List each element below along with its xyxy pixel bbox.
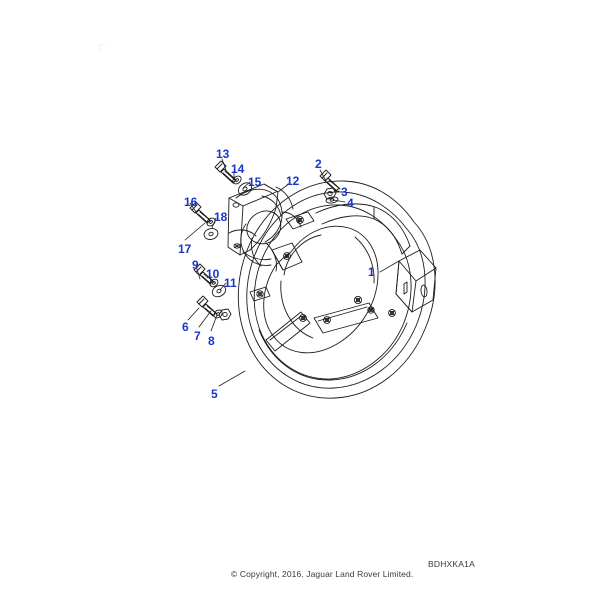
leader-line-8 <box>210 314 218 332</box>
dust-shield-hub-ring <box>263 225 379 354</box>
bolt-2 <box>319 169 341 192</box>
nut-8 <box>218 308 232 321</box>
callout-16[interactable]: 16 <box>184 195 198 209</box>
shield-boss-right-upper <box>353 295 363 305</box>
leader-line-16 <box>189 202 197 213</box>
fastener-group-13-14-15 <box>214 160 253 196</box>
callout-10[interactable]: 10 <box>206 267 220 281</box>
knuckle-casting-body <box>228 186 302 272</box>
leader-line-2 <box>319 169 327 182</box>
shield-boss-left <box>249 286 271 302</box>
callout-leader-lines <box>184 158 400 387</box>
washer-10 <box>209 278 219 288</box>
washer-4 <box>325 196 339 204</box>
leader-line-1 <box>379 260 400 273</box>
washer-large-18 <box>203 228 219 240</box>
fastener-group-9-10-11 <box>193 263 227 298</box>
washer-large-11 <box>211 284 227 298</box>
dust-shield-outer-ring <box>237 180 436 399</box>
callout-14[interactable]: 14 <box>231 162 245 176</box>
leader-line-12 <box>277 182 291 193</box>
callout-4[interactable]: 4 <box>347 196 354 210</box>
callout-9[interactable]: 9 <box>192 258 199 272</box>
shield-boss-far-right <box>388 309 396 317</box>
callout-18[interactable]: 18 <box>214 210 228 224</box>
callout-7[interactable]: 7 <box>194 329 201 343</box>
callout-8[interactable]: 8 <box>208 334 215 348</box>
callout-2[interactable]: 2 <box>315 157 322 171</box>
fastener-group-16-17-18 <box>189 201 219 240</box>
callout-11[interactable]: 11 <box>224 276 237 290</box>
leader-line-13 <box>221 158 227 171</box>
shield-boss-top <box>285 211 315 230</box>
callout-3[interactable]: 3 <box>341 185 348 199</box>
shield-rib-lower-left <box>265 311 311 352</box>
nut-3 <box>323 187 337 200</box>
leader-line-18 <box>211 217 217 229</box>
leader-line-6 <box>187 307 200 321</box>
leader-line-3 <box>329 190 340 194</box>
shield-face-contours <box>280 236 375 339</box>
callout-13[interactable]: 13 <box>216 147 230 161</box>
callout-15[interactable]: 15 <box>248 175 262 189</box>
leader-line-5 <box>218 370 246 387</box>
leader-line-7 <box>198 310 212 328</box>
shield-boss-right-lower <box>367 306 375 314</box>
callout-12[interactable]: 12 <box>286 174 300 188</box>
corner-registration-mark <box>99 44 106 51</box>
callout-1[interactable]: 1 <box>368 265 375 279</box>
callout-6[interactable]: 6 <box>182 320 189 334</box>
fastener-group-6-7-8 <box>196 295 232 321</box>
shield-rib-right <box>313 302 379 334</box>
leader-line-9 <box>195 265 201 280</box>
shield-mount-block-right <box>395 249 437 313</box>
callout-17[interactable]: 17 <box>178 242 192 256</box>
leader-line-17 <box>184 222 206 241</box>
mounting-bracket-plate <box>227 183 279 256</box>
leader-line-15 <box>242 181 251 189</box>
leader-line-4 <box>332 199 346 203</box>
fastener-group-2-3-4 <box>319 169 341 204</box>
shield-upper-arm <box>315 203 411 255</box>
drawing-code: BDHXKA1A <box>428 559 475 569</box>
leader-line-10 <box>209 274 212 285</box>
callout-5[interactable]: 5 <box>211 387 218 401</box>
washer-14 <box>232 175 242 185</box>
copyright-notice: © Copyright, 2016. Jaguar Land Rover Lim… <box>231 569 414 579</box>
leader-line-11 <box>219 282 227 291</box>
